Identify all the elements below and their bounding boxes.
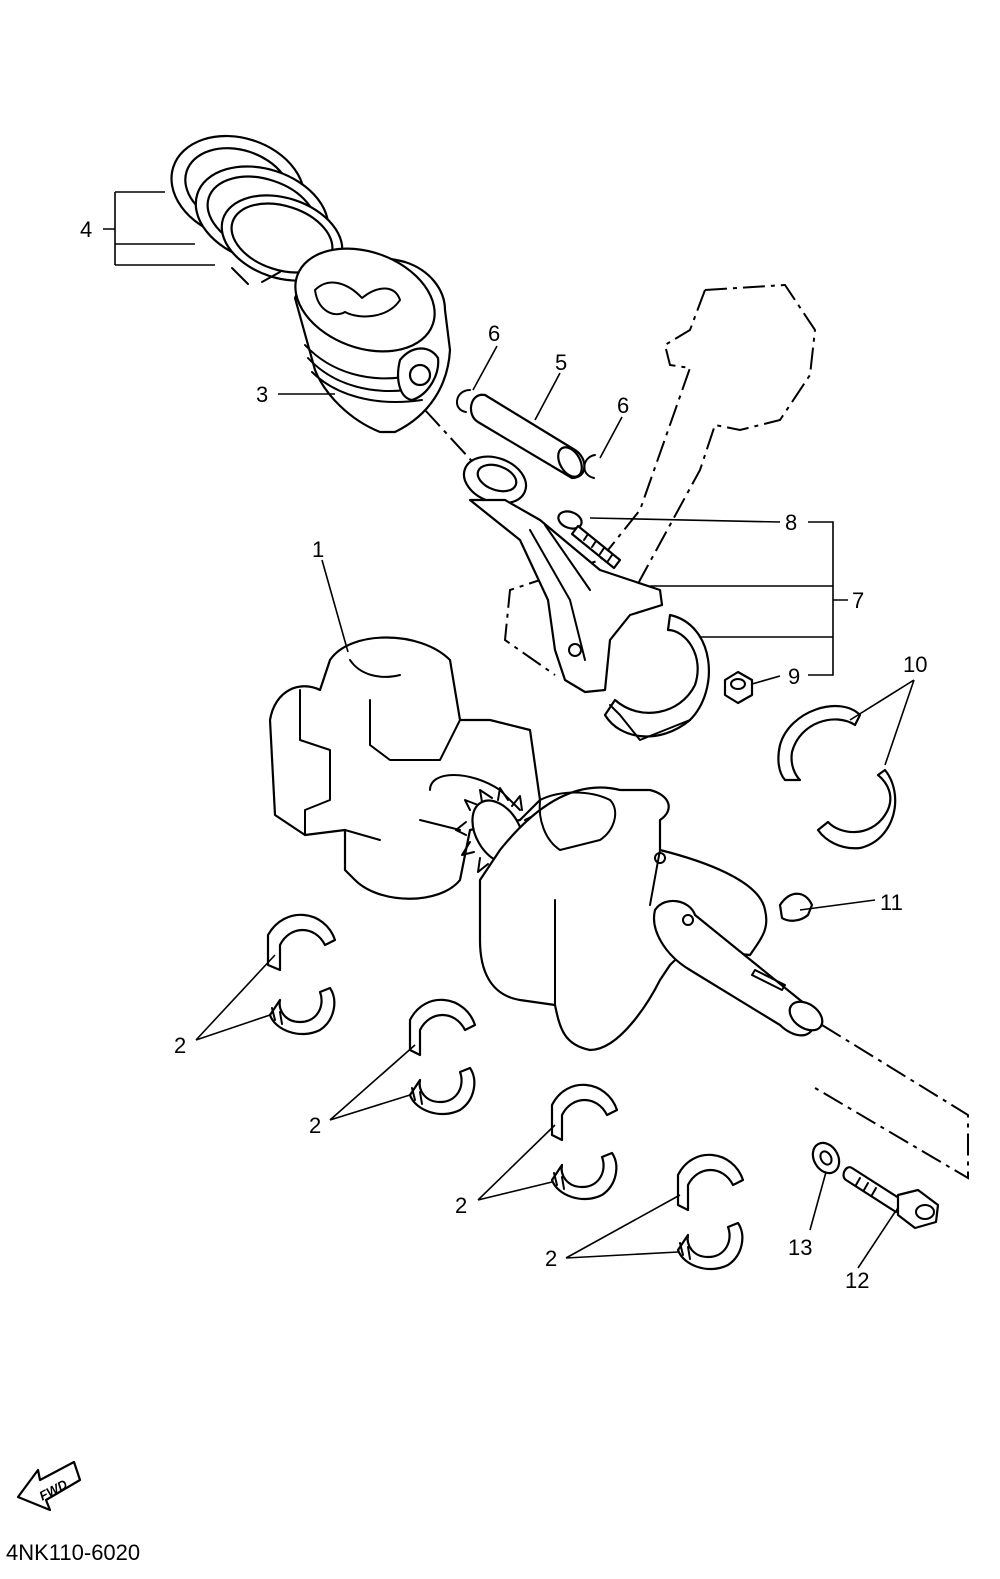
crankshaft-axis-line xyxy=(809,1024,969,1180)
callout-8: 8 xyxy=(785,510,797,535)
crankshaft[interactable] xyxy=(268,636,828,1052)
leader-lines xyxy=(103,191,915,1269)
main-bearings-4[interactable] xyxy=(676,1153,745,1270)
callout-2: 2 xyxy=(174,1033,186,1058)
woodruff-key[interactable] xyxy=(778,892,814,922)
callout-13: 13 xyxy=(788,1235,812,1260)
callout-2: 2 xyxy=(545,1246,557,1271)
conrod-bearings[interactable] xyxy=(777,705,897,850)
diagram-code: 4NK110-6020 xyxy=(6,1540,140,1565)
crankcase-reference-outline xyxy=(503,283,817,676)
callout-11: 11 xyxy=(880,890,903,915)
callout-4: 4 xyxy=(80,217,92,242)
callout-10: 10 xyxy=(903,652,927,677)
callout-7: 7 xyxy=(852,588,864,613)
main-bearings-3[interactable] xyxy=(550,1083,619,1200)
main-bearings-1[interactable] xyxy=(266,913,337,1035)
connecting-rod[interactable] xyxy=(457,448,664,694)
callout-1: 1 xyxy=(312,537,324,562)
flange-bolt[interactable] xyxy=(842,1166,940,1230)
conrod-nut[interactable] xyxy=(723,670,754,705)
conrod-bolt[interactable] xyxy=(556,508,622,570)
circlip-left[interactable] xyxy=(456,389,471,413)
callout-3: 3 xyxy=(256,382,268,407)
callout-6: 6 xyxy=(617,393,629,418)
callout-6: 6 xyxy=(488,321,500,346)
washer[interactable] xyxy=(808,1138,845,1178)
circlip-right[interactable] xyxy=(583,454,596,479)
callout-2: 2 xyxy=(455,1193,467,1218)
callout-9: 9 xyxy=(788,664,800,689)
callout-2: 2 xyxy=(309,1113,321,1138)
piston[interactable] xyxy=(281,230,452,434)
fwd-arrow: FWD xyxy=(16,1460,82,1512)
conrod-cap[interactable] xyxy=(603,613,710,741)
piston-pin[interactable] xyxy=(469,393,587,481)
main-bearings-2[interactable] xyxy=(408,998,477,1115)
callout-12: 12 xyxy=(845,1268,869,1293)
callout-5: 5 xyxy=(555,350,567,375)
